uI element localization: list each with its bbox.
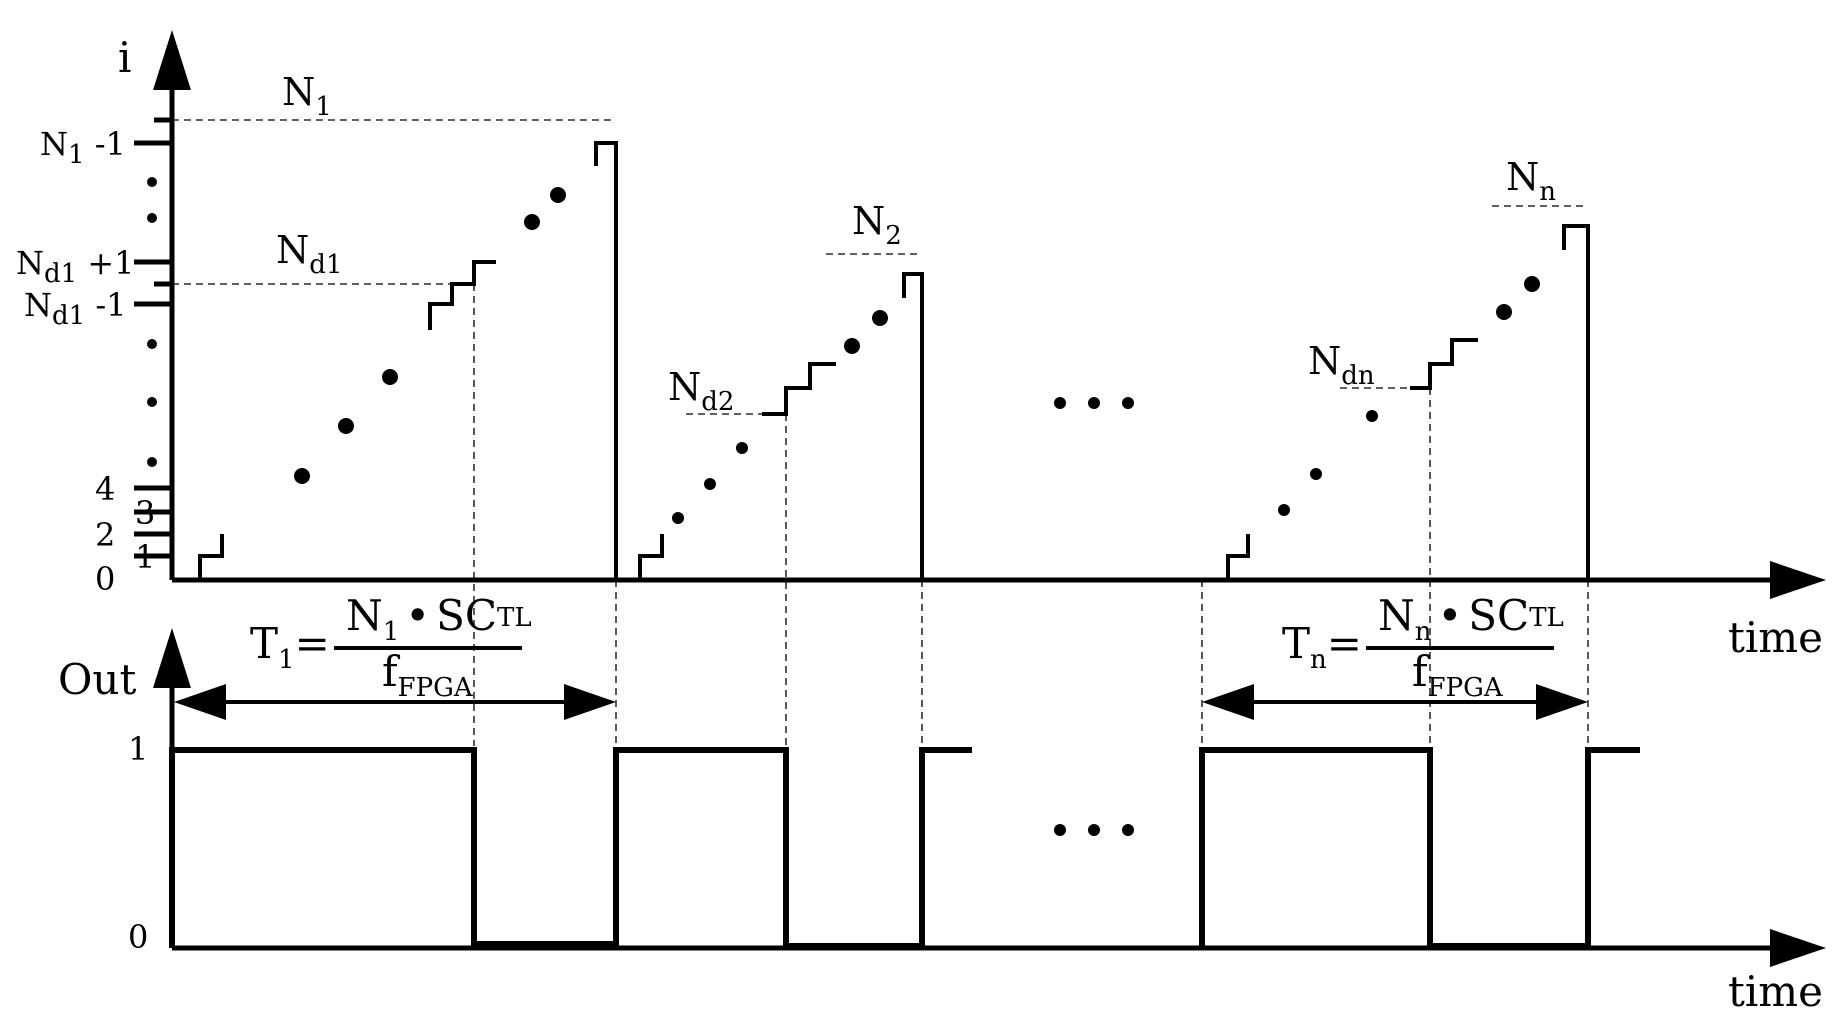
counter-y-tick-labels: 0 1 2 3 4 Nd1 -1 Nd1 +1 N1 -1 bbox=[16, 125, 155, 598]
counter-period-2: N2 Nd2 bbox=[638, 199, 924, 580]
axis-dot bbox=[147, 213, 157, 223]
axis-dot bbox=[147, 339, 157, 349]
output-x-label: time bbox=[1728, 967, 1823, 1016]
tick-label-2: 2 bbox=[95, 516, 115, 554]
stair-top bbox=[902, 272, 924, 580]
period-arrowhead-left bbox=[174, 684, 226, 720]
counter-x-arrowhead bbox=[1770, 561, 1826, 599]
count-dot bbox=[294, 468, 310, 484]
counter-y-label: i bbox=[118, 33, 131, 82]
count-dot bbox=[1366, 410, 1378, 422]
count-dot bbox=[382, 369, 398, 385]
count-dot bbox=[704, 478, 716, 490]
period-formula-n: Tn= Nn•SCTL fFPGA bbox=[1202, 591, 1588, 720]
tick-label-1: 1 bbox=[135, 538, 155, 576]
formula-denominator: fFPGA bbox=[1412, 647, 1504, 703]
count-dot bbox=[736, 442, 748, 454]
counter-plot: i time 0 1 2 3 4 Nd1 -1 Nd1 +1 N1 -1 bbox=[16, 30, 1826, 662]
period-arrowhead-left bbox=[1202, 684, 1254, 720]
formula-numerator: N1•SCTL bbox=[346, 591, 532, 647]
count-dot bbox=[338, 418, 354, 434]
stair-duty bbox=[1410, 338, 1478, 390]
counter-y-ticks bbox=[134, 117, 172, 559]
period-arrowhead-right bbox=[1536, 684, 1588, 720]
count-dot bbox=[1496, 304, 1512, 320]
output-pulse-train-1 bbox=[169, 747, 972, 949]
output-plot: Out 1 0 time bbox=[58, 628, 1826, 1016]
duty-label-nd1: Nd1 bbox=[276, 228, 342, 280]
output-tick-label-0: 0 bbox=[128, 918, 148, 956]
formula-lhs: T1= bbox=[250, 619, 330, 675]
stair-top bbox=[594, 141, 618, 580]
output-y-arrowhead bbox=[153, 628, 191, 688]
counter-ellipsis bbox=[1054, 397, 1134, 409]
stair-top bbox=[1562, 224, 1590, 580]
count-dot bbox=[524, 214, 540, 230]
stair-duty bbox=[428, 260, 496, 330]
peak-label-n2: N2 bbox=[852, 199, 902, 251]
count-dot bbox=[844, 338, 860, 354]
count-dot bbox=[1310, 468, 1322, 480]
counter-period-n: Nn Ndn bbox=[1226, 155, 1590, 580]
output-y-label: Out bbox=[58, 655, 136, 704]
gap-dot bbox=[1054, 397, 1066, 409]
counter-period-1: N1 Nd1 bbox=[172, 70, 618, 580]
output-ellipsis bbox=[1054, 824, 1134, 836]
count-dot bbox=[1278, 504, 1290, 516]
formula-lhs: Tn= bbox=[1282, 619, 1362, 675]
duty-label-nd2: Nd2 bbox=[668, 365, 734, 417]
tick-label-3: 3 bbox=[135, 494, 155, 532]
tick-label-n1-minus: N1 -1 bbox=[40, 125, 126, 170]
formula-denominator: fFPGA bbox=[382, 647, 474, 703]
count-dot bbox=[550, 187, 566, 203]
peak-label-nn: Nn bbox=[1506, 155, 1556, 207]
count-dot bbox=[672, 512, 684, 524]
tick-label-nd1-minus: Nd1 -1 bbox=[24, 286, 127, 331]
axis-dot bbox=[147, 177, 157, 187]
period-arrowhead-right bbox=[564, 684, 616, 720]
axis-dot bbox=[147, 397, 157, 407]
formula-numerator: Nn•SCTL bbox=[1378, 591, 1564, 647]
gap-dot bbox=[1122, 397, 1134, 409]
count-dot bbox=[872, 310, 888, 326]
counter-y-arrowhead bbox=[153, 30, 191, 90]
period-formula-1: T1= N1•SCTL fFPGA bbox=[174, 591, 616, 720]
y-axis-ellipsis bbox=[147, 177, 157, 467]
guide-dashlines bbox=[473, 284, 1589, 746]
axis-dot bbox=[147, 457, 157, 467]
stair-duty bbox=[762, 362, 836, 416]
stair-start bbox=[1226, 534, 1250, 580]
output-x-arrowhead bbox=[1770, 929, 1826, 967]
peak-label-n1: N1 bbox=[282, 70, 332, 122]
stair-start bbox=[638, 534, 664, 580]
tick-label-4: 4 bbox=[95, 470, 115, 508]
output-pulse-train-n bbox=[1199, 747, 1640, 949]
counter-x-label: time bbox=[1728, 613, 1823, 662]
count-dot bbox=[1524, 276, 1540, 292]
tick-label-0: 0 bbox=[95, 560, 115, 598]
stair-start bbox=[198, 534, 224, 580]
duty-label-ndn: Ndn bbox=[1308, 339, 1375, 391]
gap-dot bbox=[1054, 824, 1066, 836]
tick-label-nd1-plus: Nd1 +1 bbox=[16, 244, 135, 289]
gap-dot bbox=[1122, 824, 1134, 836]
gap-dot bbox=[1088, 397, 1100, 409]
gap-dot bbox=[1088, 824, 1100, 836]
output-tick-label-1: 1 bbox=[128, 730, 148, 768]
